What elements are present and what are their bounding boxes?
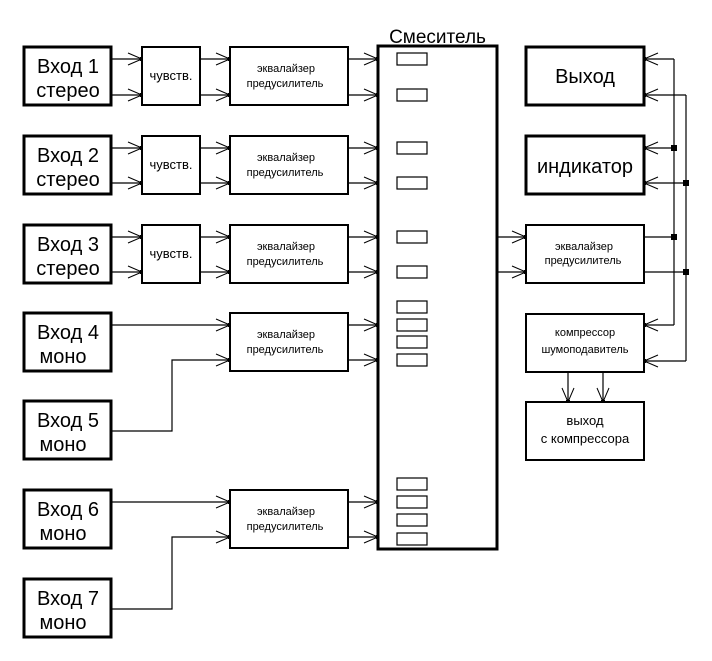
sensitivity-block-1 <box>141 46 201 106</box>
preamp-label: предусилитель <box>247 167 324 179</box>
main-output-block <box>524 45 646 107</box>
blocks <box>22 44 646 639</box>
input-label: Вход 7 <box>37 588 99 610</box>
compressor-output-sub-label: с компрессора <box>541 431 630 446</box>
sensitivity-block-3 <box>141 224 201 284</box>
wire <box>111 536 230 610</box>
equalizer-label: эквалайзер <box>257 329 315 341</box>
equalizer-label: эквалайзер <box>257 241 315 253</box>
mixer-title: Смеситель <box>389 27 486 48</box>
input-label: Вход 4 <box>37 322 99 344</box>
input-label: Вход 5 <box>37 410 99 432</box>
equalizer-label: эквалайзер <box>257 152 315 164</box>
input-type: стерео <box>36 169 99 191</box>
resistor <box>396 52 428 66</box>
equalizer-block-mono <box>229 489 349 549</box>
input-type: стерео <box>36 258 99 280</box>
input-type: моно <box>39 612 86 634</box>
compressor-output-label: выход <box>566 413 604 428</box>
compressor-label: компрессор <box>555 327 615 339</box>
equalizer-label: эквалайзер <box>257 506 315 518</box>
mixer-frame <box>376 44 499 551</box>
resistor <box>396 477 428 491</box>
resistor <box>396 495 428 509</box>
input-block-1 <box>22 45 113 107</box>
input-label: Вход 1 <box>37 56 99 78</box>
resistor <box>396 230 428 244</box>
indicator-label: индикатор <box>537 156 633 178</box>
compressor-output-block <box>525 401 645 461</box>
equalizer-block-mono <box>229 312 349 372</box>
noise-reduction-label: шумоподавитель <box>541 344 628 356</box>
input-block-4 <box>22 311 113 373</box>
resistor <box>396 513 428 527</box>
input-type: моно <box>39 346 86 368</box>
input-type: стерео <box>36 80 99 102</box>
master-equalizer-label: эквалайзер <box>555 241 613 253</box>
input-label: Вход 6 <box>37 499 99 521</box>
resistor <box>396 532 428 546</box>
equalizer-block-2 <box>229 135 349 195</box>
preamp-label: предусилитель <box>247 344 324 356</box>
input-label: Вход 3 <box>37 234 99 256</box>
wire <box>111 359 230 432</box>
preamp-label: предусилитель <box>247 256 324 268</box>
sensitivity-label: чувств. <box>149 246 192 261</box>
junction-dot <box>683 180 689 186</box>
resistor <box>396 335 428 349</box>
master-preamp-label: предусилитель <box>545 255 622 267</box>
resistor <box>396 265 428 279</box>
resistor <box>396 88 428 102</box>
resistor <box>396 141 428 155</box>
sensitivity-label: чувств. <box>149 157 192 172</box>
resistor <box>396 176 428 190</box>
input-label: Вход 2 <box>37 145 99 167</box>
resistor <box>396 353 428 367</box>
preamp-label: предусилитель <box>247 78 324 90</box>
input-block-5 <box>22 399 113 461</box>
sensitivity-label: чувств. <box>149 68 192 83</box>
equalizer-block-3 <box>229 224 349 284</box>
preamp-label: предусилитель <box>247 521 324 533</box>
resistor <box>396 300 428 314</box>
junction-dot <box>671 145 677 151</box>
input-type: моно <box>39 523 86 545</box>
main-output-label: Выход <box>555 66 615 88</box>
master-equalizer-block <box>525 224 645 284</box>
compressor-block <box>525 313 645 373</box>
input-type: моно <box>39 434 86 456</box>
sensitivity-block-2 <box>141 135 201 195</box>
input-block-3 <box>22 223 113 285</box>
indicator-block <box>524 134 646 196</box>
equalizer-block-1 <box>229 46 349 106</box>
input-block-2 <box>22 134 113 196</box>
input-block-7 <box>22 577 113 639</box>
resistor <box>396 318 428 332</box>
equalizer-label: эквалайзер <box>257 63 315 75</box>
input-block-6 <box>22 488 113 550</box>
